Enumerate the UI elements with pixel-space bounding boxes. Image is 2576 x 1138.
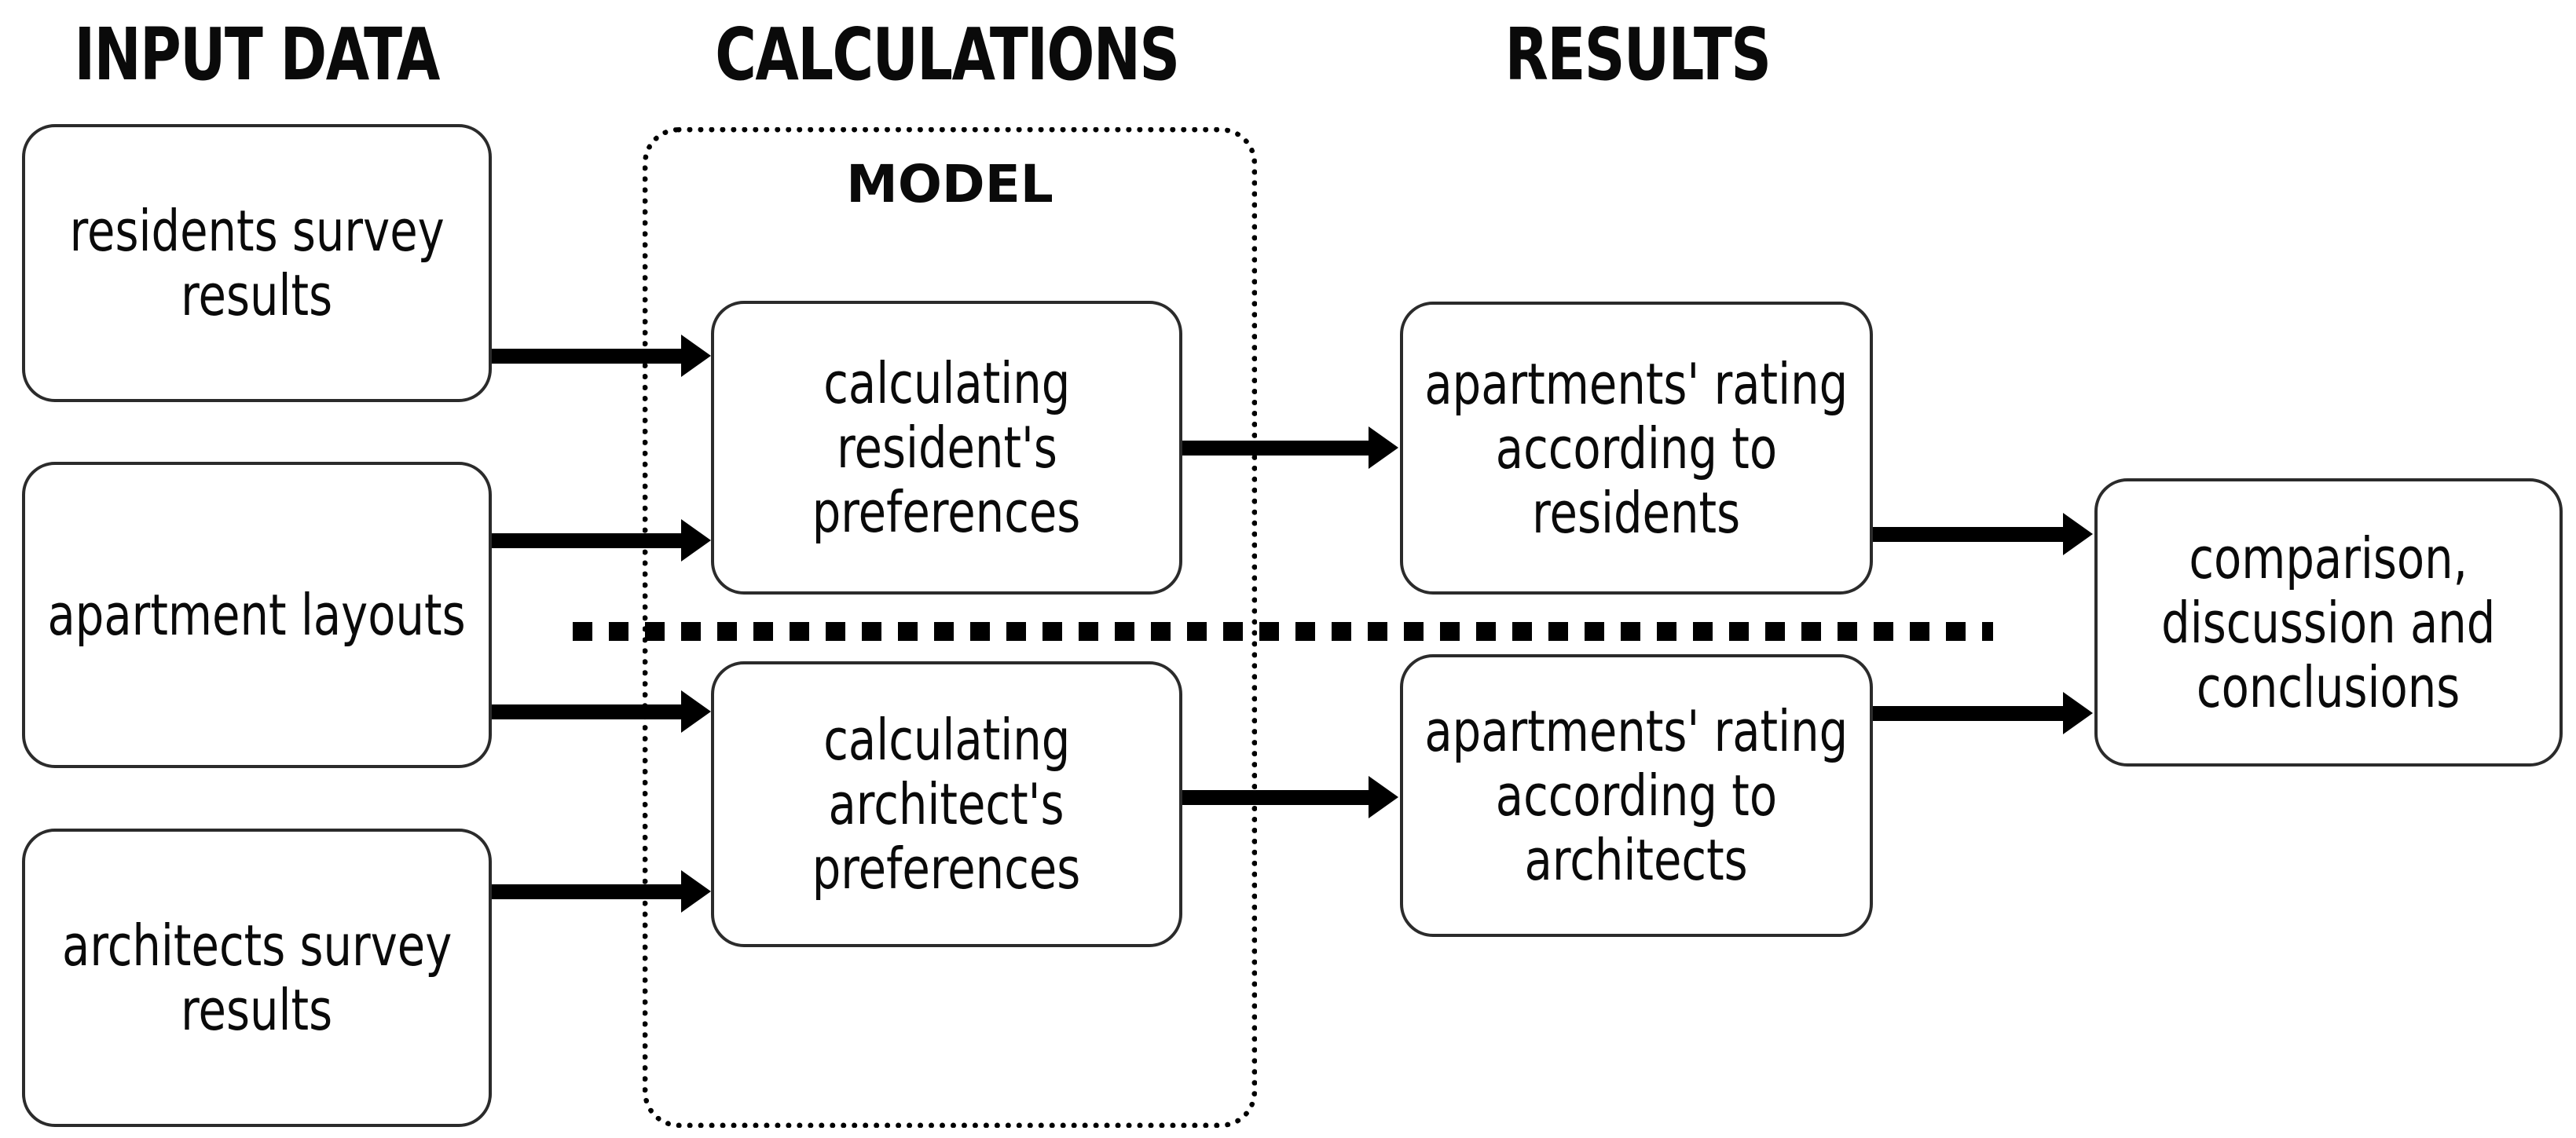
- node-comparison-discussion-conclusions-line1: comparison,: [2189, 525, 2468, 591]
- node-calculating-architects-preferences-line2: architect's: [828, 771, 1064, 837]
- node-apartment-layouts-line1: apartment layouts: [47, 582, 467, 648]
- column-header-results-label: RESULTS: [1505, 12, 1772, 97]
- node-comparison-discussion-conclusions-line3: conclusions: [2197, 653, 2461, 720]
- node-architects-survey-results-line2: results: [181, 977, 333, 1043]
- node-comparison-discussion-conclusions: comparison, discussion and conclusions: [2094, 478, 2563, 767]
- column-header-calculations: CALCULATIONS: [703, 11, 1190, 97]
- model-title: MODEL: [846, 154, 1053, 214]
- node-apartments-rating-architects: apartments' rating according to architec…: [1400, 654, 1873, 937]
- node-residents-survey-results: residents survey results: [22, 124, 492, 402]
- node-residents-survey-results-line1: residents survey: [69, 198, 445, 264]
- node-architects-survey-results: architects survey results: [22, 829, 492, 1127]
- node-residents-survey-results-line2: results: [181, 262, 333, 328]
- node-calculating-residents-preferences-line2: resident's: [836, 415, 1057, 481]
- arrow-layouts-to-calc-resident-head: [681, 519, 711, 562]
- node-apartments-rating-architects-line3: architects: [1524, 827, 1749, 893]
- arrow-residents-to-calc-resident-shaft: [492, 349, 683, 364]
- column-header-calculations-label: CALCULATIONS: [714, 12, 1180, 97]
- arrow-layouts-to-calc-architect-shaft: [492, 704, 683, 719]
- node-apartments-rating-residents-line3: residents: [1532, 479, 1741, 546]
- node-apartment-layouts: apartment layouts: [22, 462, 492, 768]
- node-apartments-rating-residents: apartments' rating according to resident…: [1400, 302, 1873, 595]
- column-header-input-data-label: INPUT DATA: [74, 12, 441, 97]
- node-architects-survey-results-line1: architects survey: [61, 913, 453, 979]
- arrow-rating-residents-to-comparison-shaft: [1873, 527, 2065, 542]
- arrow-layouts-to-calc-resident-shaft: [492, 533, 683, 548]
- arrow-calc-architect-to-rating-architects-head: [1369, 776, 1398, 818]
- node-apartments-rating-architects-line1: apartments' rating: [1424, 698, 1849, 764]
- arrow-layouts-to-calc-architect-head: [681, 690, 711, 733]
- column-header-results: RESULTS: [1402, 11, 1874, 97]
- arrow-calc-resident-to-rating-residents-head: [1369, 426, 1398, 469]
- arrow-architects-to-calc-architect-shaft: [492, 884, 683, 899]
- arrow-rating-architects-to-comparison-head: [2063, 692, 2093, 734]
- residents-architects-divider-dashed-line: [573, 622, 1993, 641]
- arrow-calc-resident-to-rating-residents-shaft: [1182, 441, 1370, 456]
- node-apartments-rating-residents-line2: according to: [1495, 415, 1778, 481]
- node-calculating-residents-preferences: calculating resident's preferences: [711, 301, 1182, 595]
- node-calculating-architects-preferences: calculating architect's preferences: [711, 661, 1182, 947]
- arrow-rating-residents-to-comparison-head: [2063, 513, 2093, 555]
- node-apartments-rating-architects-line2: according to: [1495, 763, 1778, 829]
- node-calculating-residents-preferences-line3: preferences: [812, 479, 1081, 545]
- arrow-architects-to-calc-architect-head: [681, 870, 711, 913]
- arrow-rating-architects-to-comparison-shaft: [1873, 706, 2065, 721]
- arrow-calc-architect-to-rating-architects-shaft: [1182, 790, 1370, 805]
- column-header-input-data: INPUT DATA: [22, 11, 492, 97]
- node-comparison-discussion-conclusions-line2: discussion and: [2161, 589, 2496, 656]
- node-calculating-residents-preferences-line1: calculating: [823, 350, 1071, 416]
- node-apartments-rating-residents-line1: apartments' rating: [1424, 350, 1849, 417]
- node-calculating-architects-preferences-line3: preferences: [812, 836, 1081, 902]
- arrow-residents-to-calc-resident-head: [681, 335, 711, 377]
- node-calculating-architects-preferences-line1: calculating: [823, 707, 1071, 773]
